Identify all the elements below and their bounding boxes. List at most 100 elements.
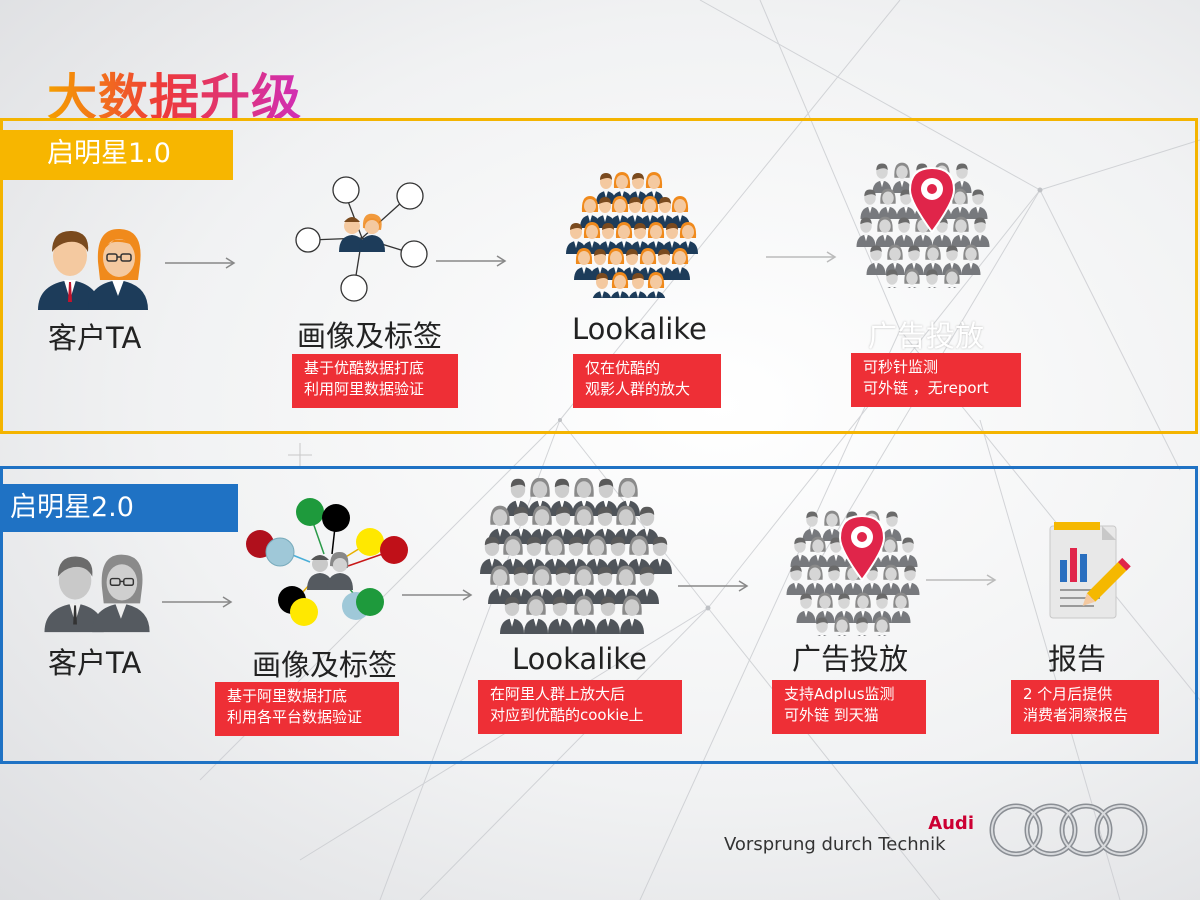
- brand-name: Audi: [928, 813, 974, 834]
- v2-lookalike-desc-box: 在阿里人群上放大后 对应到优酷的cookie上: [478, 680, 682, 734]
- crowd-person: [610, 272, 630, 298]
- crowd-person: [580, 196, 600, 228]
- arrow-right-icon: [766, 251, 837, 263]
- crowd-person: [952, 163, 972, 193]
- crowd-person: [488, 565, 512, 604]
- crowd-person: [524, 595, 548, 634]
- desc-line: 在阿里人群上放大后: [490, 685, 626, 703]
- crowd-person: [874, 616, 890, 636]
- tag-dots-persona-icon: [246, 498, 408, 626]
- crowd-person: [904, 268, 920, 288]
- v2-stage-label-report: 报告: [1048, 642, 1107, 676]
- arrow-right-icon: [436, 255, 507, 267]
- v1-stage-label-customer-ta: 客户TA: [48, 321, 142, 355]
- audi-rings-logo: [989, 803, 1148, 857]
- crowd-person: [648, 536, 672, 574]
- v1-lookalike-desc-box: 仅在优酷的 观影人群的放大: [573, 354, 721, 408]
- crowd-person: [670, 248, 690, 280]
- v1-persona-desc-box: 基于优酷数据打底 利用阿里数据验证: [292, 354, 458, 408]
- crowd-person: [961, 244, 981, 275]
- crowd-person: [892, 162, 912, 193]
- person-pair-gray-icon: [44, 554, 150, 633]
- crowd-person: [862, 565, 882, 595]
- crowd-person: [500, 596, 524, 634]
- crowd-person: [596, 596, 620, 634]
- crowd-person: [592, 273, 612, 298]
- location-pin-icon: [908, 166, 956, 234]
- v2-stage-label-customer-ta: 客户TA: [48, 646, 142, 680]
- v2-stage-label-lookalike: Lookalike: [512, 642, 647, 676]
- crowd-person: [880, 536, 900, 567]
- crowd-person: [802, 511, 822, 541]
- crowd-person: [548, 596, 572, 634]
- crowd-pin-icon: [856, 162, 990, 288]
- crowd-person: [816, 617, 828, 636]
- crowd-person: [900, 565, 920, 595]
- brand-slogan: Vorsprung durch Technik: [724, 834, 946, 855]
- crowd-person: [894, 217, 914, 247]
- crowd-person: [808, 536, 828, 567]
- v2-stage-label-ad-delivery: 广告投放: [792, 642, 909, 676]
- crowd-person: [970, 217, 990, 247]
- v1-ad-delivery-desc-box: 可秒针监测 可外链 ，无report: [851, 353, 1021, 407]
- desc-line: 基于阿里数据打底: [227, 687, 348, 705]
- crowd-person: [509, 566, 533, 604]
- network-persona-icon: [295, 176, 428, 302]
- crowd-person: [856, 617, 868, 636]
- report-document-icon: [1049, 522, 1131, 619]
- crowd-person: [628, 273, 648, 298]
- crowd-person: [896, 189, 916, 219]
- v2-persona-desc-box: 基于阿里数据打底 利用各平台数据验证: [215, 682, 399, 736]
- desc-line: 观影人群的放大: [585, 380, 691, 398]
- crowd-gray-icon: [480, 478, 672, 634]
- arrow-right-icon: [678, 580, 749, 592]
- desc-line: 基于优酷数据打底: [304, 359, 425, 377]
- desc-line: 仅在优酷的: [585, 359, 661, 377]
- crowd-person: [898, 537, 918, 567]
- crowd-person: [822, 510, 842, 541]
- crowd-person: [944, 268, 960, 288]
- crowd-person: [824, 565, 844, 595]
- desc-line: 支持Adplus监测: [784, 685, 895, 703]
- arrow-right-icon: [926, 574, 997, 586]
- crowd-person: [968, 189, 988, 219]
- crowd-person: [856, 217, 876, 247]
- crowd-person: [796, 593, 816, 623]
- crowd-person: [805, 564, 825, 595]
- panel-version-2: [0, 466, 1198, 764]
- crowd-person: [866, 245, 886, 275]
- desc-line: 可外链 ，无report: [863, 379, 989, 397]
- arrow-right-icon: [162, 596, 233, 608]
- crowd-person: [786, 565, 806, 595]
- crowd-person: [635, 566, 659, 604]
- crowd-person: [790, 537, 810, 567]
- crowd-person: [950, 188, 970, 219]
- crowd-person: [891, 592, 911, 623]
- location-pin-icon: [838, 514, 886, 582]
- person-pair-color-icon: [38, 228, 148, 310]
- panel-version-1: [0, 118, 1198, 434]
- arrow-right-icon: [402, 589, 473, 601]
- v2-stage-label-persona: 画像及标签: [252, 648, 398, 682]
- crowd-color-icon: [566, 172, 698, 298]
- arrow-right-icon: [165, 257, 236, 269]
- version-2-tag: 启明星2.0: [0, 484, 238, 532]
- v1-stage-label-ad-delivery: 广告投放: [868, 319, 985, 353]
- crowd-person: [860, 189, 880, 219]
- crowd-person: [878, 188, 898, 219]
- crowd-person: [646, 272, 666, 298]
- crowd-person: [926, 269, 938, 288]
- crowd-person: [882, 511, 902, 541]
- plus-decoration-icon: [288, 443, 312, 467]
- page-title: 大数据升级: [47, 58, 302, 130]
- v2-report-desc-box: 2 个月后提供 消费者洞察报告: [1011, 680, 1159, 734]
- crowd-person: [826, 537, 846, 567]
- desc-line: 对应到优酷的cookie上: [490, 706, 644, 724]
- version-1-tag: 启明星1.0: [0, 130, 233, 180]
- desc-line: 利用阿里数据验证: [304, 380, 425, 398]
- crowd-person: [875, 216, 895, 247]
- v1-stage-label-lookalike: Lookalike: [572, 312, 707, 346]
- crowd-person: [625, 197, 645, 228]
- v2-ad-delivery-desc-box: 支持Adplus监测 可外链 到天猫: [772, 680, 926, 734]
- crowd-person: [572, 595, 596, 634]
